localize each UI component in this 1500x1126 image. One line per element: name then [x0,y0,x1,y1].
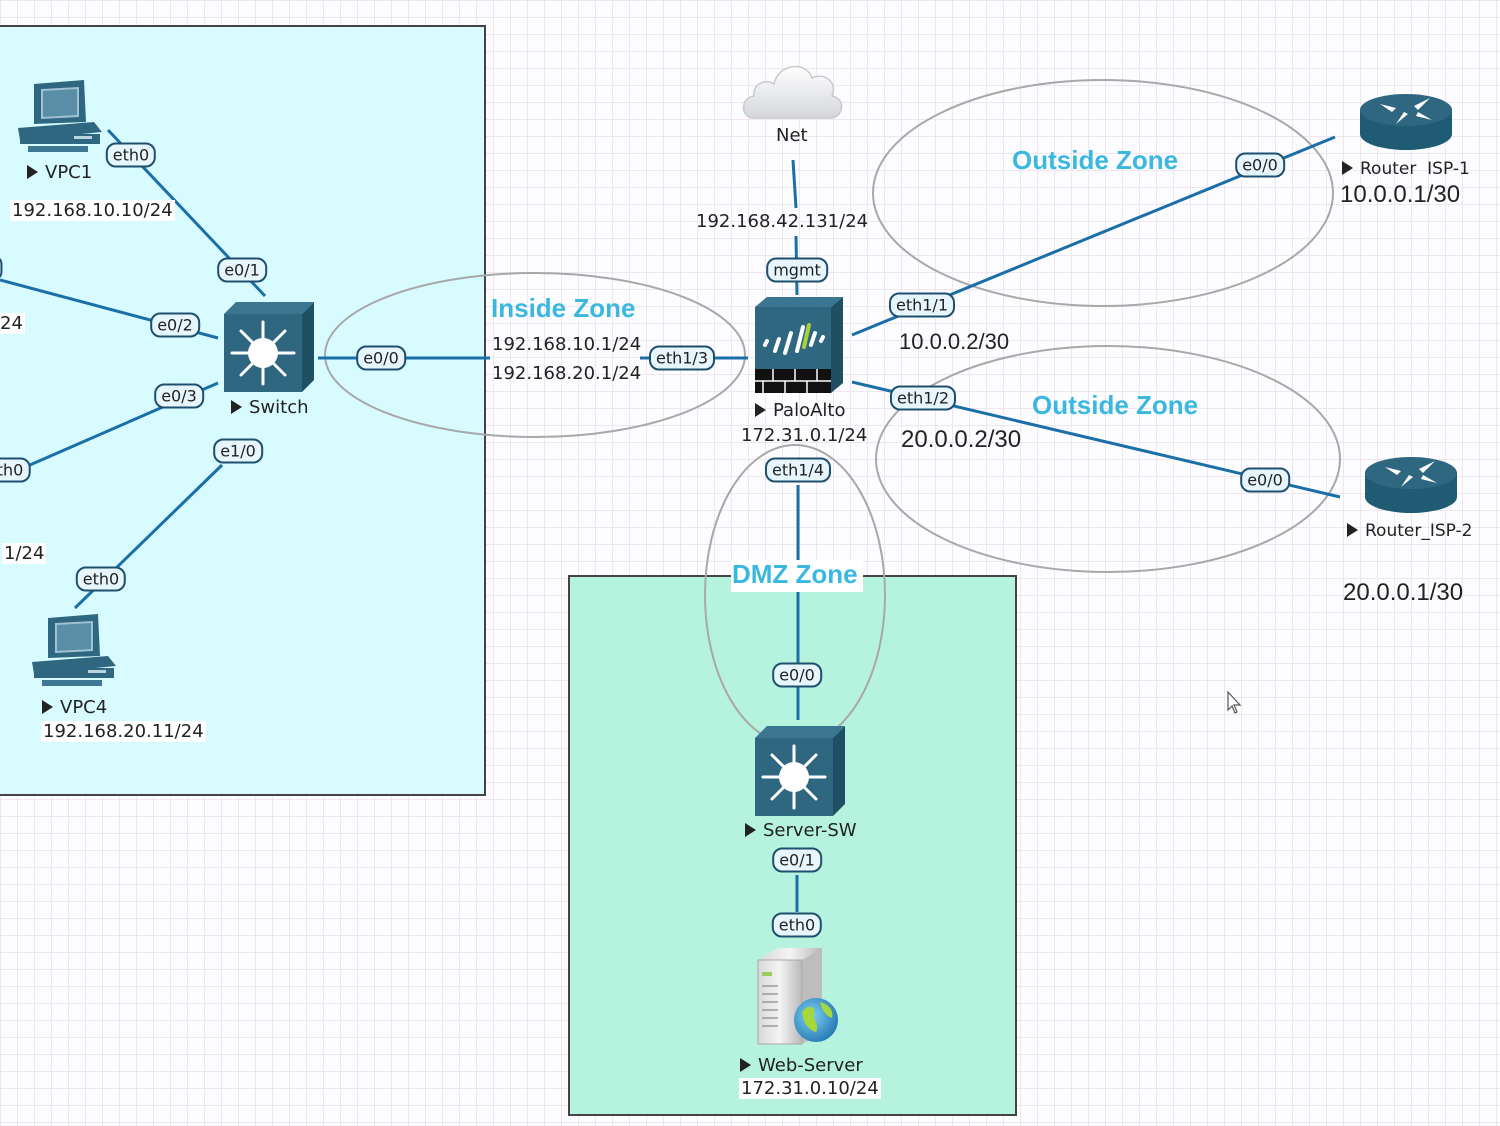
port-isp2-e0-0[interactable]: e0/0 [1240,467,1290,493]
port-left-partial-2[interactable]: th0 [0,457,31,483]
mouse-cursor-icon [1227,690,1242,714]
port-vpc1-eth0[interactable]: eth0 [105,142,157,168]
vpc1-name[interactable]: VPC1 [27,162,92,183]
web-server-icon[interactable] [754,946,844,1046]
play-icon [42,700,53,714]
play-icon [1342,161,1353,175]
outside-zone-2-ellipse [875,345,1341,573]
server-switch-icon[interactable] [751,724,847,818]
vpc1-computer-icon[interactable] [14,76,106,156]
dmz-zone-label-bg [731,560,863,592]
server-switch-name[interactable]: Server-SW [745,820,857,841]
paloalto-ip: 172.31.0.1/24 [741,425,868,446]
net-name[interactable]: Net [776,125,808,146]
web-server-name[interactable]: Web-Server [740,1055,863,1076]
paloalto-eth1-2-ip: 20.0.0.2/30 [901,426,1022,453]
port-paloalto-mgmt[interactable]: mgmt [766,257,828,283]
link-net-mgmt [791,159,798,209]
switch-icon[interactable] [220,300,316,394]
router-isp2-ip: 20.0.0.1/30 [1343,579,1464,606]
router-isp2-icon[interactable] [1363,453,1459,517]
port-switch-e0-2[interactable]: e0/2 [150,312,200,338]
cloud-icon[interactable] [740,58,846,122]
web-server-ip: 172.31.0.10/24 [739,1078,881,1099]
port-paloalto-eth1-4[interactable]: eth1/4 [764,457,832,483]
port-paloalto-eth1-1[interactable]: eth1/1 [888,292,956,318]
net-ip: 192.168.42.131/24 [696,211,869,232]
port-switch-e0-0[interactable]: e0/0 [356,345,406,371]
port-isp1-e0-0[interactable]: e0/0 [1235,152,1285,178]
vpc1-ip: 192.168.10.10/24 [10,200,175,221]
router-isp1-icon[interactable] [1358,90,1454,154]
outside-zone-2-label: Outside Zone [1032,390,1199,420]
outside-zone-1-ellipse [872,79,1334,307]
play-icon [231,400,242,414]
port-paloalto-eth1-2[interactable]: eth1/2 [889,385,957,411]
play-icon [755,403,766,417]
port-vpc4-eth0[interactable]: eth0 [75,566,127,592]
inside-zone-label: Inside Zone [491,293,636,323]
dmz-zone-label: DMZ Zone [732,559,858,589]
left-partial-ip-1: 24 [0,313,25,334]
vpc4-name[interactable]: VPC4 [42,697,107,718]
paloalto-eth1-1-ip: 10.0.0.2/30 [899,329,1010,354]
paloalto-name[interactable]: PaloAlto [755,400,845,421]
paloalto-inside-ip-1: 192.168.10.1/24 [492,334,642,355]
router-isp1-name[interactable]: Router ISP-1 [1342,159,1470,179]
port-paloalto-eth1-3[interactable]: eth1/3 [648,345,716,371]
port-switch-e0-3[interactable]: e0/3 [154,383,204,409]
play-icon [27,165,38,179]
play-icon [1347,523,1358,537]
inside-zone-ellipse [324,272,746,438]
vpc4-ip: 192.168.20.11/24 [41,721,206,742]
router-isp2-name[interactable]: Router_ISP-2 [1347,521,1472,541]
play-icon [745,823,756,837]
paloalto-firewall-icon[interactable] [753,295,845,395]
vpc4-computer-icon[interactable] [28,610,120,690]
port-webserver-eth0[interactable]: eth0 [771,912,823,938]
port-serversw-e0-0[interactable]: e0/0 [772,662,822,688]
left-partial-ip-2: 1/24 [2,543,47,564]
play-icon [740,1058,751,1072]
port-switch-e1-0[interactable]: e1/0 [213,438,263,464]
router-isp1-ip: 10.0.0.1/30 [1340,181,1461,208]
switch-name[interactable]: Switch [231,397,309,418]
port-serversw-e0-1[interactable]: e0/1 [772,847,822,873]
outside-zone-1-label: Outside Zone [1012,145,1179,175]
paloalto-inside-ip-2: 192.168.20.1/24 [492,363,642,384]
dmz-zone-ellipse [704,444,886,746]
port-switch-e0-1[interactable]: e0/1 [217,257,267,283]
